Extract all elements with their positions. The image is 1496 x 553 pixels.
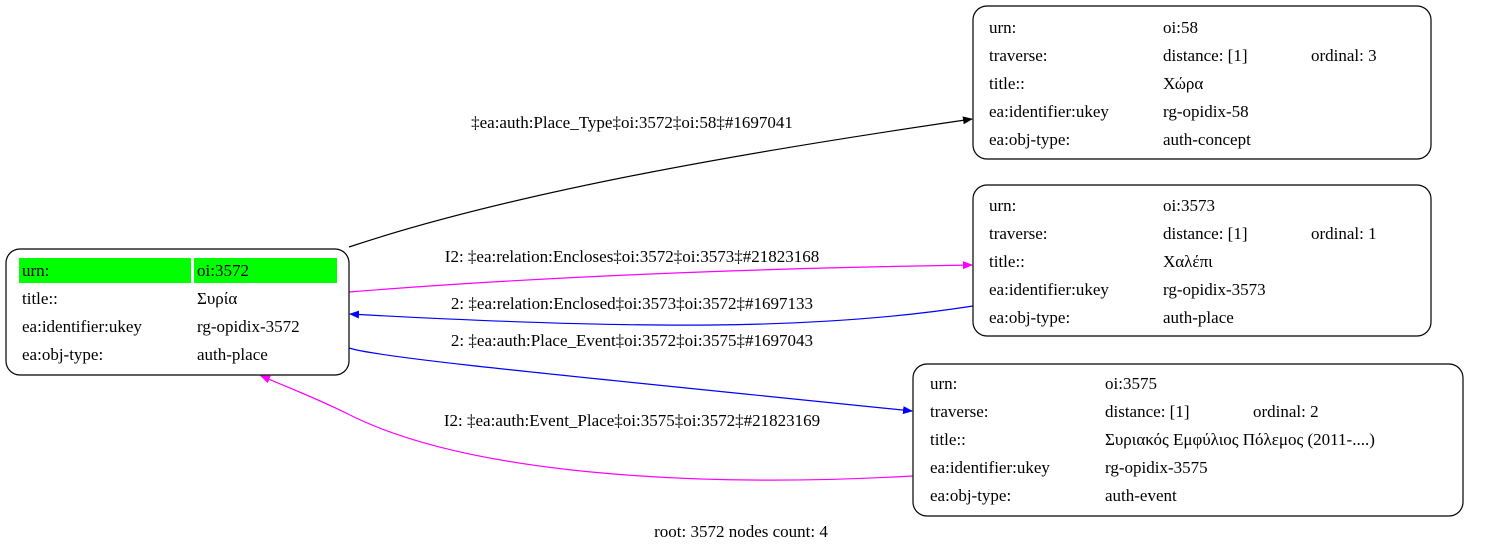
row-value: Χώρα bbox=[1163, 74, 1203, 93]
edge-label: ‡ea:auth:Place_Type‡oi:3572‡oi:58‡#16970… bbox=[471, 113, 793, 132]
edge-label: I2: ‡ea:relation:Encloses‡oi:3572‡oi:357… bbox=[445, 247, 819, 266]
node-oi-58[interactable]: urn: oi:58 traverse: distance: [1] ordinal: … bbox=[972, 5, 1432, 160]
row-label: ea:obj-type: bbox=[989, 308, 1070, 327]
row-value: oi:58 bbox=[1163, 18, 1198, 37]
row-label: ea:identifier:ukey bbox=[989, 102, 1109, 121]
highlight-cell bbox=[194, 258, 337, 283]
row-value: ordinal: 3 bbox=[1311, 46, 1377, 65]
row-label: ea:identifier:ukey bbox=[930, 458, 1050, 477]
edge-enclosed bbox=[349, 305, 974, 326]
row-label: title:: bbox=[930, 430, 966, 449]
row-value: oi:3572 bbox=[197, 261, 249, 280]
row-label: urn: bbox=[989, 18, 1016, 37]
row-value: auth-concept bbox=[1163, 130, 1251, 149]
row-label: traverse: bbox=[989, 46, 1048, 65]
row-label: ea:obj-type: bbox=[989, 130, 1070, 149]
row-label: ea:obj-type: bbox=[930, 486, 1011, 505]
row-value: ordinal: 2 bbox=[1253, 402, 1319, 421]
row-value: rg-opidix-3572 bbox=[197, 317, 300, 336]
row-label: title:: bbox=[989, 252, 1025, 271]
edge-label: 2: ‡ea:relation:Enclosed‡oi:3573‡oi:3572… bbox=[451, 294, 813, 313]
row-value: Συρία bbox=[197, 289, 237, 308]
row-label: urn: bbox=[22, 261, 49, 280]
row-value: ordinal: 1 bbox=[1311, 224, 1377, 243]
row-label: title:: bbox=[22, 289, 58, 308]
row-value: oi:3573 bbox=[1163, 196, 1215, 215]
row-label: ea:identifier:ukey bbox=[22, 317, 142, 336]
highlight-cell bbox=[19, 258, 191, 283]
edge-place-type bbox=[348, 116, 973, 248]
row-value: auth-event bbox=[1105, 486, 1177, 505]
node-oi-3575[interactable]: urn: oi:3575 traverse: distance: [1] ordinal… bbox=[912, 363, 1464, 517]
edge-label: 2: ‡ea:auth:Place_Event‡oi:3572‡oi:3575‡… bbox=[451, 331, 813, 350]
row-value: Χαλέπι bbox=[1163, 252, 1213, 271]
row-value: distance: [1] bbox=[1163, 224, 1248, 243]
row-value: auth-place bbox=[1163, 308, 1234, 327]
edge-place-event bbox=[348, 347, 913, 415]
row-label: ea:obj-type: bbox=[22, 345, 103, 364]
edge-label: I2: ‡ea:auth:Event_Place‡oi:3575‡oi:3572… bbox=[444, 411, 820, 430]
row-value: rg-opidix-58 bbox=[1163, 102, 1249, 121]
row-value: distance: [1] bbox=[1105, 402, 1190, 421]
row-label: traverse: bbox=[989, 224, 1048, 243]
row-label: title:: bbox=[989, 74, 1025, 93]
row-label: traverse: bbox=[930, 402, 989, 421]
row-value: distance: [1] bbox=[1163, 46, 1248, 65]
row-value: auth-place bbox=[197, 345, 268, 364]
row-value: rg-opidix-3573 bbox=[1163, 280, 1266, 299]
node-oi-3573[interactable]: urn: oi:3573 traverse: distance: [1] ordinal… bbox=[972, 184, 1432, 337]
row-value: oi:3575 bbox=[1105, 374, 1157, 393]
row-label: ea:identifier:ukey bbox=[989, 280, 1109, 299]
row-value: rg-opidix-3575 bbox=[1105, 458, 1208, 477]
root-node[interactable]: urn: oi:3572 title:: Συρία ea:identifier… bbox=[5, 248, 350, 376]
edge-event-place bbox=[260, 375, 914, 481]
row-label: urn: bbox=[930, 374, 957, 393]
footer-summary: root: 3572 nodes count: 4 bbox=[654, 522, 828, 541]
row-label: urn: bbox=[989, 196, 1016, 215]
edge-encloses bbox=[348, 261, 973, 293]
row-value: Συριακός Εμφύλιος Πόλεμος (2011-....) bbox=[1105, 430, 1375, 449]
